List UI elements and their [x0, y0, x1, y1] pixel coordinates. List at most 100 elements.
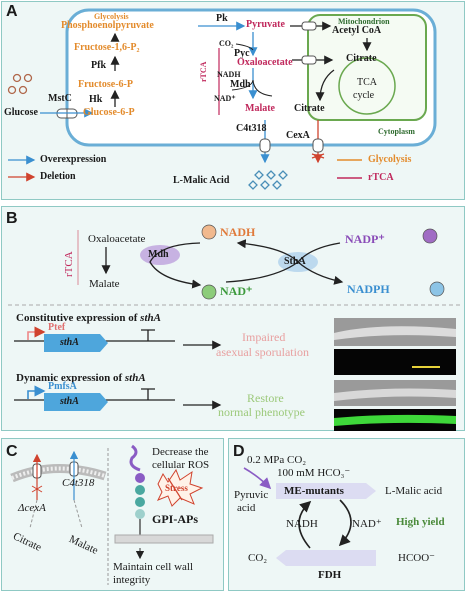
panel-c	[1, 438, 224, 591]
pyruvic-line1: Pyruvic	[234, 489, 269, 501]
malic-acid-label: L-Malic Acid	[173, 175, 230, 186]
glucose-molecules-icon	[7, 73, 33, 95]
hcoo-label: HCOO⁻	[398, 552, 435, 564]
cell-wall-line2: integrity	[113, 574, 151, 586]
gpi-aps-label: GPI-APs	[152, 512, 198, 526]
co2-label-d: CO₂	[248, 552, 268, 564]
constitutive-gene-name: sthA	[140, 312, 161, 324]
pk-label: Pk	[216, 13, 228, 24]
glucose-label: Glucose	[4, 107, 38, 118]
mitochondrion	[307, 14, 427, 121]
nadh-label-a: NADH	[217, 70, 241, 79]
stress-burst-icon	[156, 468, 204, 507]
f6p-label: Fructose-6-P	[78, 79, 133, 90]
co2-label: CO₂	[219, 39, 234, 48]
panel-d-label: D	[233, 443, 245, 460]
nad-label-a: NAD⁺	[214, 94, 236, 103]
reverse-reaction-bar	[276, 550, 376, 566]
mdh-label-a: Mdh	[230, 79, 251, 90]
citrate-in-label: Citrate	[346, 53, 377, 64]
mito-pyruvate-carrier-icon	[301, 21, 317, 31]
high-yield-label: High yield	[396, 516, 445, 528]
mdh-label-b: Mdh	[148, 249, 169, 260]
stha-gene-label-1: sthA	[60, 337, 79, 348]
micrograph-impaired-fluor	[334, 349, 456, 375]
nad-label-b: NAD⁺	[220, 284, 253, 298]
pyc-label: Pyc	[234, 48, 250, 59]
nadph-circle-icon	[429, 281, 445, 297]
legend-rtca-text: rTCA	[368, 172, 394, 183]
mitochondrion-label: Mitochondrion	[338, 17, 390, 26]
legend-glycolysis-text: Glycolysis	[368, 154, 412, 165]
cell-wall-bar	[114, 534, 214, 544]
citrate-out-label: Citrate	[294, 103, 325, 114]
hk-label: Hk	[89, 94, 103, 105]
cell-wall-line1: Maintain cell wall	[113, 561, 194, 573]
pmfsa-label: PmfsA	[48, 381, 77, 392]
panel-b-label: B	[6, 210, 18, 227]
cytoplasm-label: Cytoplasm	[378, 127, 415, 136]
c4t318-label-c: C4t318	[62, 477, 95, 489]
pfk-label: Pfk	[91, 60, 106, 71]
ros-line2: cellular ROS	[152, 459, 210, 471]
ptef-label: Ptef	[48, 322, 66, 333]
nadp-label-b: NADP⁺	[345, 232, 385, 246]
f16p-label: Fructose-1,6-P₂	[74, 42, 140, 53]
dynamic-heading: Dynamic expression of sthA	[16, 372, 146, 384]
dynamic-gene-name: sthA	[124, 372, 146, 384]
acetylcoa-label: Acetyl CoA	[332, 25, 382, 36]
nadp-circle-icon	[422, 228, 438, 244]
tca-label: TCA	[357, 77, 377, 88]
impaired-line1: Impaired	[242, 330, 286, 344]
panel-c-label: C	[6, 443, 18, 460]
stha-label-b: SthA	[284, 256, 306, 267]
restore-line2: normal phenotype	[218, 405, 305, 419]
cexa-transporter-icon	[312, 138, 324, 153]
nadh-circle-icon	[201, 224, 217, 240]
nad-circle-icon	[201, 284, 217, 300]
pyruvate-label: Pyruvate	[246, 19, 285, 30]
malate-label-a: Malate	[245, 103, 275, 114]
malate-label-b: Malate	[89, 278, 120, 290]
stha-gene-icon-1	[44, 334, 108, 352]
me-mutants-label: ME-mutants	[284, 485, 344, 497]
constitutive-heading: Constitutive expression of sthA	[16, 312, 161, 324]
c4t318-transporter-icon	[259, 138, 271, 153]
malic-acid-molecules-icon	[248, 170, 288, 190]
nadph-label-b: NADPH	[347, 282, 390, 296]
g6p-label: Glucose-6-P	[83, 107, 135, 118]
cexa-label-a: CexA	[286, 130, 310, 141]
stha-gene-label-2: sthA	[60, 396, 79, 407]
impaired-line2: asexual sporulation	[216, 345, 309, 359]
tca-cycle-ring	[338, 57, 396, 115]
stha-gene-icon-2	[44, 393, 108, 411]
legend-overexpression-text: Overexpression	[40, 154, 107, 165]
stress-label: Stress	[165, 483, 188, 493]
forward-reaction-bar	[276, 483, 376, 499]
cycle-label: cycle	[353, 90, 375, 101]
nadh-label-d: NADH	[286, 518, 318, 530]
nad-label-d: NAD⁺	[352, 518, 382, 530]
delta-cexa-label: ΔcexA	[18, 502, 46, 514]
fdh-label: FDH	[318, 569, 342, 581]
pyruvic-line2: acid	[237, 502, 256, 514]
nadh-label-b: NADH	[220, 225, 256, 239]
mstc-label: MstC	[48, 93, 72, 104]
panel-a-label: A	[6, 3, 18, 20]
pep-label: Phosphoenolpyruvate	[61, 20, 154, 31]
c4t318-label-a: C4t318	[236, 123, 267, 134]
glycolysis-title: Glycolysis	[94, 12, 129, 21]
legend-deletion-text: Deletion	[40, 171, 76, 182]
ros-line1: Decrease the	[152, 446, 209, 458]
co2-pressure-label: 0.2 MPa CO₂	[247, 454, 307, 466]
restore-line1: Restore	[247, 391, 284, 405]
oaa-label-b: Oxaloacetate	[88, 233, 146, 245]
mdh-enzyme-icon	[140, 245, 180, 265]
l-malic-acid-label-d: L-Malic acid	[385, 485, 443, 497]
oxaloacetate-label: Oxaloacetate	[237, 57, 293, 68]
